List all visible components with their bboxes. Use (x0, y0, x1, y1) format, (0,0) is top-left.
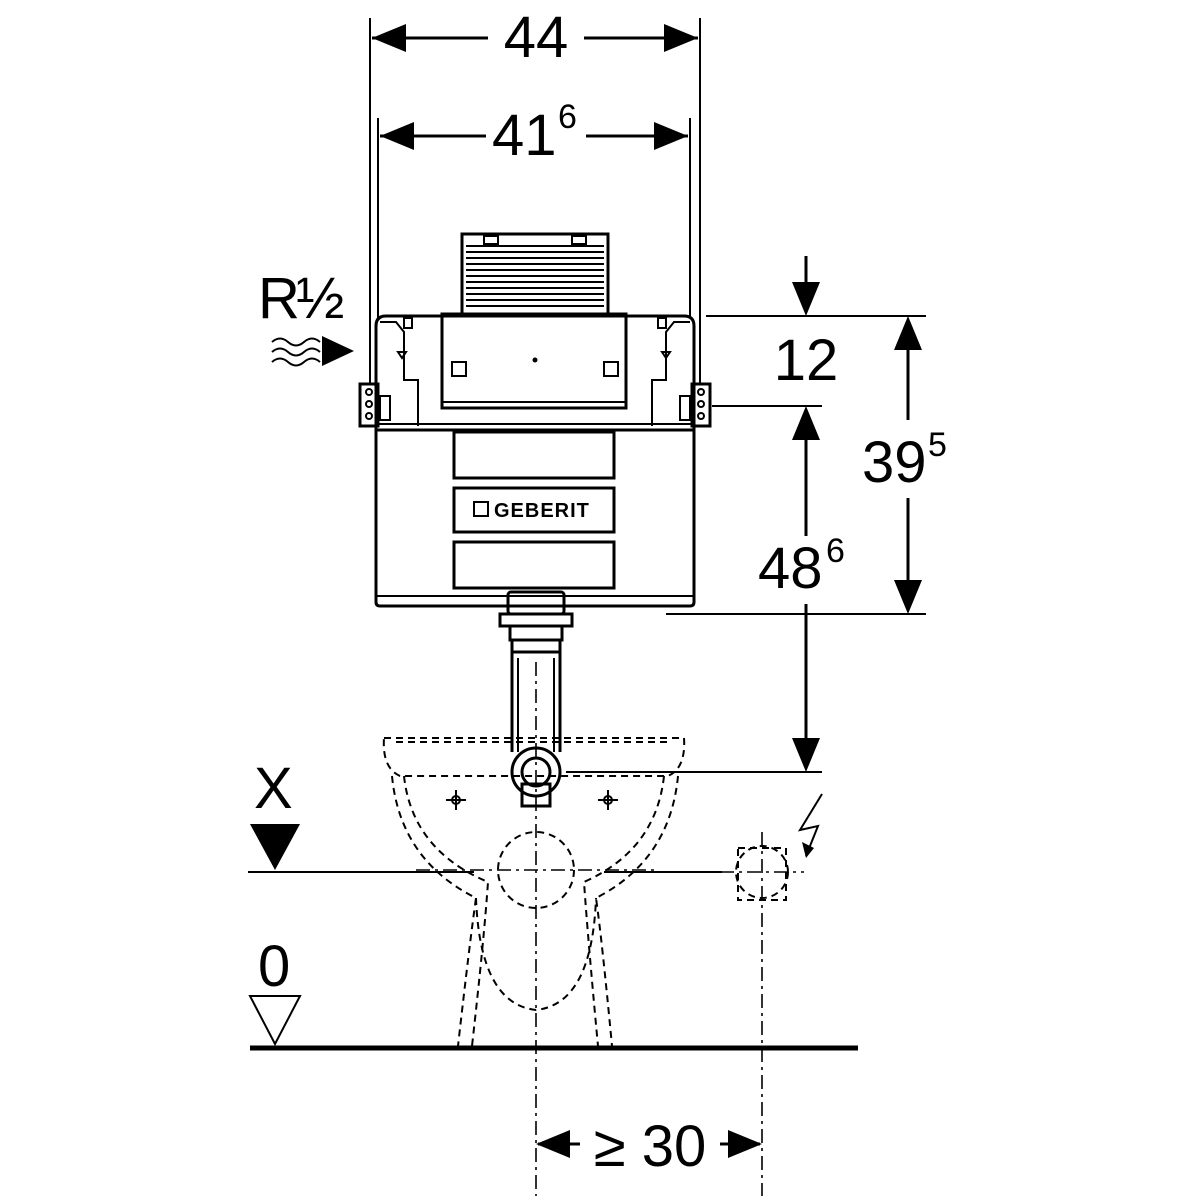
protective-cap (460, 232, 610, 318)
arrow-down (792, 738, 820, 772)
arrow-left (536, 1130, 570, 1158)
cistern-top-shell (374, 314, 696, 430)
fixing-point-left (446, 790, 466, 810)
level-triangle-icon (248, 995, 302, 1047)
water-inlet-label: R ½ (258, 266, 344, 331)
service-opening (440, 312, 628, 410)
arrow-right (664, 24, 698, 52)
dimension-label: 41 (492, 103, 557, 168)
dimension-superscript: 5 (928, 426, 947, 464)
brand-square-icon (473, 501, 489, 517)
dimension-label: 39 (862, 430, 927, 495)
cistern-tank-body (374, 430, 696, 608)
power-socket (735, 845, 789, 901)
dimension-outlet-height: 48 6 (758, 406, 845, 772)
dimension-cistern-height: 39 5 (862, 316, 947, 614)
level-zero-label: 0 (258, 934, 290, 999)
bracket-right (679, 382, 712, 428)
dimension-superscript: 6 (558, 98, 577, 136)
dimension-label: ≥ 30 (594, 1114, 706, 1179)
inlet-thread-letter: R (258, 266, 300, 331)
arrow-left (380, 122, 414, 150)
brand-name: GEBERIT (494, 500, 590, 522)
dimension-overall-width: 44 (372, 5, 698, 70)
tank-panel-top (452, 430, 616, 480)
outlet-circle (497, 831, 575, 909)
arrow-up (894, 316, 922, 350)
mounting-hole-left (451, 361, 467, 377)
arrow-right (728, 1130, 762, 1158)
dimension-label: 48 (758, 536, 823, 601)
level-zero-marker: 0 (248, 934, 302, 1047)
fixing-point-right (598, 790, 618, 810)
arrow-right (654, 122, 688, 150)
arrow-down (792, 282, 820, 316)
level-triangle-icon (250, 824, 300, 870)
dimension-label: 44 (504, 5, 569, 70)
water-flow-icon (271, 336, 354, 367)
mounting-hole-right (603, 361, 619, 377)
level-x-label: X (254, 756, 293, 821)
toilet-bowl-outline (382, 737, 686, 1047)
arrow-down (894, 580, 922, 614)
inlet-thread-fraction: ½ (296, 266, 344, 331)
arrow-up (792, 406, 820, 440)
logo-plate (452, 486, 616, 534)
dimension-frame-width: 41 6 (380, 98, 688, 168)
dimension-top-offset: 12 (774, 256, 839, 393)
dimension-superscript: 6 (826, 532, 845, 570)
arrow-left (372, 24, 406, 52)
dimension-side-clearance: ≥ 30 (536, 1114, 762, 1179)
concealed-cistern: GEBERIT (358, 232, 712, 608)
level-x-marker: X (248, 756, 722, 873)
bracket-left (358, 382, 391, 428)
tank-panel-bottom (452, 540, 616, 590)
dimension-label: 12 (774, 328, 839, 393)
lightning-icon (797, 793, 823, 858)
